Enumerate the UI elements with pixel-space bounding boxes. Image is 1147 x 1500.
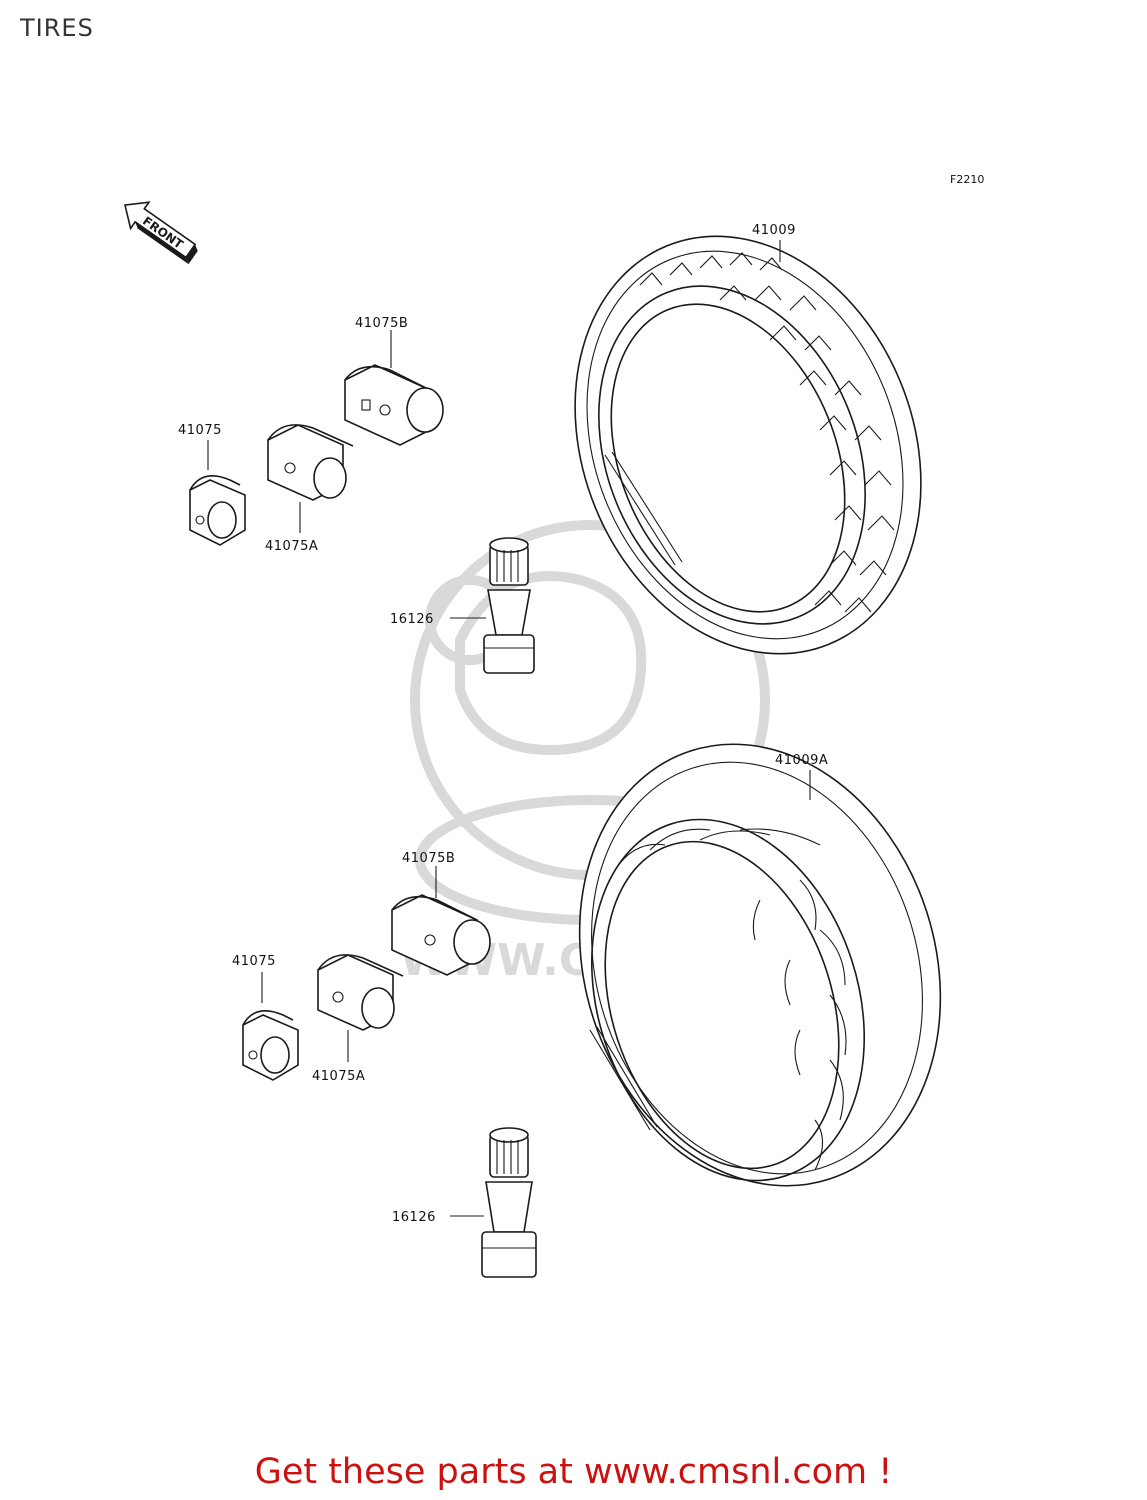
part-label-41009a: 41009A	[775, 753, 828, 768]
balance-weight-41075b-bottom: 41075B	[391, 851, 491, 976]
valve-stem-bottom: 16126	[392, 1127, 537, 1278]
part-label-16126-top: 16126	[390, 612, 434, 627]
balance-weight-41075b-top: 41075B	[344, 316, 444, 446]
figure-code: F2210	[950, 173, 984, 186]
balance-weight-41075-bottom: 41075	[232, 954, 299, 1081]
part-label-41075-bottom: 41075	[232, 954, 276, 969]
front-arrow-icon: FRONT	[124, 201, 198, 265]
valve-stem-top: 16126	[390, 537, 535, 674]
part-label-41075b-bottom: 41075B	[402, 851, 455, 866]
balance-weight-41075-top: 41075	[178, 423, 246, 546]
page-title: TIRES	[20, 14, 94, 42]
part-label-41009: 41009	[752, 223, 796, 238]
front-tire: 41009	[574, 223, 922, 655]
balance-weight-41075a-bottom: 41075A	[312, 954, 404, 1084]
part-label-41075-top: 41075	[178, 423, 222, 438]
balance-weight-41075a-top: 41075A	[265, 424, 354, 554]
part-label-41075a-bottom: 41075A	[312, 1069, 365, 1084]
part-label-41075b-top: 41075B	[355, 316, 408, 331]
part-label-16126-bottom: 16126	[392, 1210, 436, 1225]
footer-link[interactable]: Get these parts at www.cmsnl.com !	[254, 1452, 893, 1492]
rear-tire: 41009A	[578, 743, 942, 1187]
part-label-41075a-top: 41075A	[265, 539, 318, 554]
